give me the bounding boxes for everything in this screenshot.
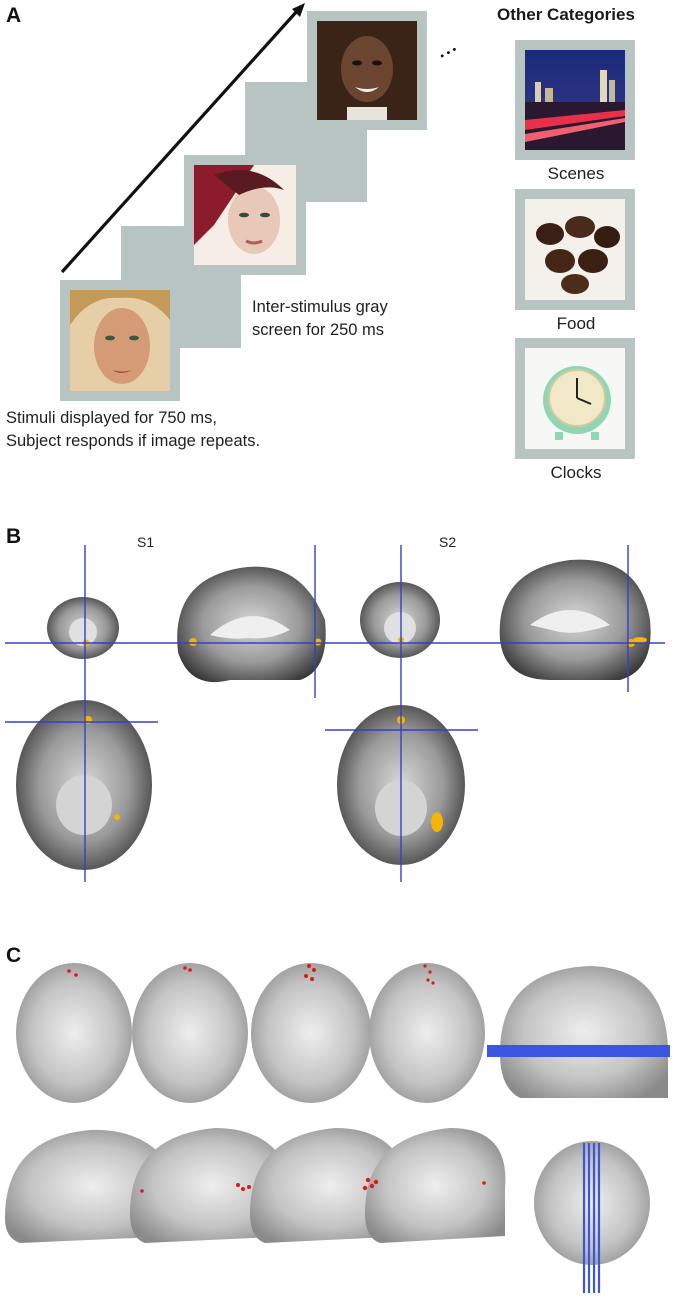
food-thumbnail [525,199,625,300]
roi-location-figure [5,963,670,1293]
subject-label-s2: S2 [439,534,457,550]
coronal-slice [534,1141,650,1265]
crosshair-lines [5,545,665,882]
category-scenes-image [515,40,635,160]
category-scenes-label: Scenes [547,164,605,183]
category-food-image [515,189,635,310]
s1-sagittal-slice [177,566,326,683]
panel-label-a: A [6,4,22,27]
stimulus-face-4 [307,11,427,130]
axial-plane-indicator [487,1045,670,1057]
s2-sagittal-slice [499,559,651,680]
stimulus-face-2 [184,155,306,275]
face-image-4 [317,21,417,120]
category-clocks-label: Clocks [550,463,602,482]
panel-label-c: C [6,944,22,967]
roi-markers [67,964,486,1193]
timeline-arrow [60,3,305,274]
category-clocks-image [515,338,635,459]
s1-coronal-slice [47,597,119,659]
category-food-label: Food [556,314,596,333]
face-image-2 [194,165,296,265]
subject-label-s1: S1 [137,534,155,550]
clock-thumbnail [525,348,625,449]
brain-activation-figure [5,545,665,882]
s2-coronal-slice [360,582,440,658]
stimulus-face-1 [60,280,180,401]
face-image-1 [70,290,170,391]
sagittal-slices-row [5,1128,506,1243]
scenes-thumbnail [525,50,625,150]
isi-caption: Inter-stimulus gray screen for 250 ms [252,298,388,339]
activation-clusters [82,637,647,832]
other-categories-heading: Other Categories [497,5,635,24]
axial-slices-row [16,963,668,1103]
sagittal-plane-indicators [582,1143,601,1293]
panel-label-b: B [6,525,22,548]
s1-axial-slice [16,700,152,870]
stimulus-caption: Stimuli displayed for 750 ms, Subject re… [6,409,261,450]
